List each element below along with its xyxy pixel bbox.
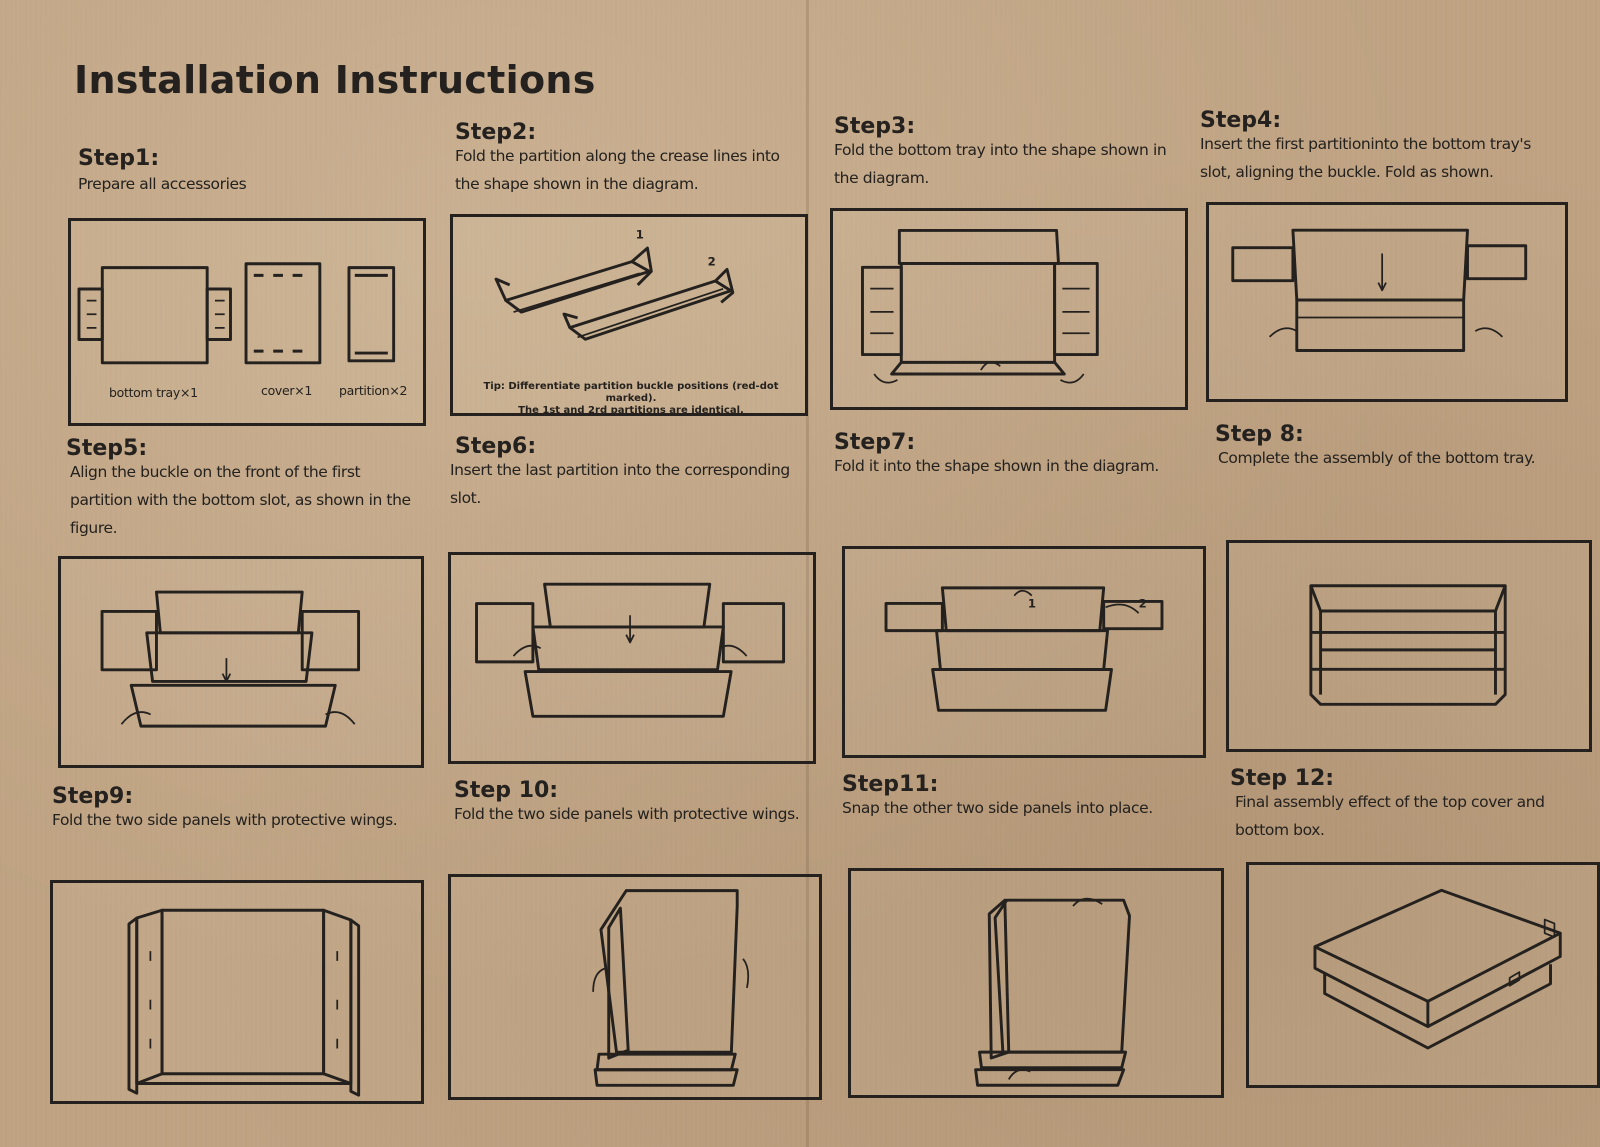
partition-fold-illustration: 1 2 [494, 227, 735, 341]
step-12-description: Final assembly effect of the top cover a… [1235, 793, 1545, 839]
step-9-heading: Step9: [52, 784, 134, 809]
step-7-heading: Step7: [834, 430, 916, 455]
step-10-heading: Step 10: [454, 778, 559, 803]
first-partition-insert-illustration [1231, 228, 1528, 352]
accessory-label-partition: partition×2 [339, 383, 408, 398]
step-5-diagram [58, 556, 424, 768]
step-10-diagram [448, 874, 822, 1100]
step-9-diagram [50, 880, 424, 1104]
page-title: Installation Instructions [74, 58, 596, 102]
step-8-heading: Step 8: [1215, 422, 1304, 447]
step-10-description: Fold the two side panels with protective… [454, 805, 800, 823]
partition-number-1: 1 [636, 227, 644, 241]
step-6-heading: Step6: [455, 434, 537, 459]
step-3-description: Fold the bottom tray into the shape show… [834, 141, 1167, 187]
bottom-tray-flat [77, 266, 232, 365]
step-12-diagram [1246, 862, 1600, 1088]
fold-order-1: 1 [1028, 596, 1036, 610]
step-4-heading: Step4: [1200, 108, 1282, 133]
snap-panels-illustration [974, 897, 1131, 1087]
last-partition-insert-illustration [475, 582, 786, 718]
step-2-heading: Step2: [455, 120, 537, 145]
tip-line-1: Tip: Differentiate partition buckle posi… [483, 381, 779, 404]
tip-line-2: The 1st and 2rd partitions are identical… [518, 405, 744, 416]
step-7-description: Fold it into the shape shown in the diag… [834, 457, 1159, 475]
step-1-heading: Step1: [78, 146, 160, 171]
partition-1: 1 [494, 227, 653, 314]
partition-number-2: 2 [708, 255, 716, 269]
side-panels-fold-illustration [127, 908, 361, 1097]
step-1-description: Prepare all accessories [78, 175, 247, 193]
step-9-description: Fold the two side panels with protective… [52, 811, 398, 829]
step-5-heading: Step5: [66, 436, 148, 461]
accessory-label-bottom-tray: bottom tray×1 [109, 385, 198, 400]
step-1-diagram: bottom tray×1 cover×1 partition×2 [68, 218, 426, 426]
step-5-description: Align the buckle on the front of the fir… [70, 463, 411, 537]
step-3-diagram [830, 208, 1188, 410]
step-6-diagram [448, 552, 816, 764]
accessories-illustration [77, 262, 396, 365]
protective-wings-fold-illustration [592, 889, 750, 1087]
step-2-description: Fold the partition along the crease line… [455, 147, 780, 193]
step-7-diagram: 1 2 [842, 546, 1206, 758]
step-4-diagram [1206, 202, 1568, 402]
step-11-diagram [848, 868, 1224, 1098]
fold-order-2: 2 [1139, 596, 1147, 610]
step-8-diagram [1226, 540, 1592, 752]
cover-flat [244, 262, 322, 365]
accessory-label-cover: cover×1 [261, 383, 313, 398]
fold-tray-illustration: 1 2 [884, 586, 1164, 712]
step-6-description: Insert the last partition into the corre… [450, 461, 790, 507]
step-8-description: Complete the assembly of the bottom tray… [1218, 449, 1536, 467]
step-2-diagram: 1 2 Tip: Differentiate partition buckle … [450, 214, 808, 416]
step-2-tip: Tip: Differentiate partition buckle posi… [463, 381, 799, 417]
center-fold-crease [806, 0, 809, 1147]
partition-2: 2 [562, 255, 735, 341]
bottom-tray-fold-illustration [861, 228, 1099, 384]
final-assembly-illustration [1313, 888, 1562, 1050]
step-3-heading: Step3: [834, 114, 916, 139]
step-11-heading: Step11: [842, 772, 939, 797]
step-12-heading: Step 12: [1230, 766, 1335, 791]
buckle-align-illustration [100, 590, 361, 728]
step-4-description: Insert the first partitioninto the botto… [1200, 135, 1531, 181]
step-11-description: Snap the other two side panels into plac… [842, 799, 1153, 817]
bottom-tray-complete-illustration [1309, 584, 1507, 706]
partition-flat [347, 266, 396, 363]
